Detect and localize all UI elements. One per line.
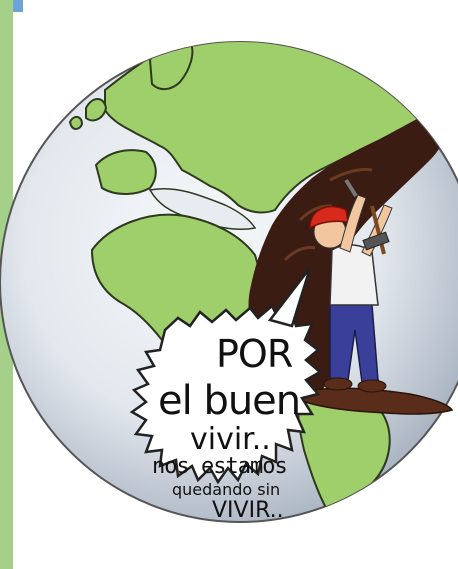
hammer-handle [370, 205, 386, 255]
speech-bubble-tail [267, 267, 312, 328]
worker-figure [309, 178, 393, 393]
iberia-land [94, 149, 157, 195]
worker-shoe-left [323, 377, 353, 391]
british-isles-land [85, 98, 108, 122]
top-blue-tab [13, 0, 23, 12]
mediterranean-sea [148, 187, 257, 231]
hammer-head [362, 231, 390, 251]
worker-arm-left [339, 194, 367, 253]
speech-bubble [129, 304, 323, 485]
worker-shoe-right [357, 379, 387, 393]
excavation-hole [248, 105, 447, 392]
worker-shirt [329, 244, 379, 306]
ireland-land [68, 116, 84, 130]
chisel [344, 178, 358, 198]
